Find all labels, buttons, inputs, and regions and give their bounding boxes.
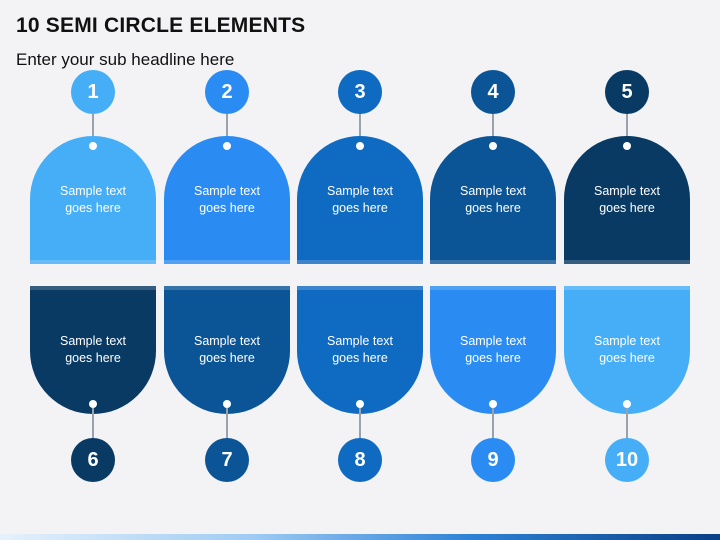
semi-circle-card: Sample text goes here bbox=[564, 286, 690, 414]
card-base-strip bbox=[430, 286, 556, 290]
card-base-strip bbox=[564, 286, 690, 290]
semi-circle-card: Sample text goes here bbox=[164, 286, 290, 414]
card-text-line2: goes here bbox=[599, 351, 655, 365]
footer-gradient-bar bbox=[0, 534, 720, 540]
card-base-strip bbox=[164, 260, 290, 264]
card-text-line1: Sample text bbox=[593, 184, 660, 198]
card-text-line1: Sample text bbox=[193, 334, 260, 348]
connector-line bbox=[359, 114, 361, 146]
connector-line bbox=[626, 114, 628, 146]
connector-dot bbox=[623, 142, 631, 150]
card-base-strip bbox=[564, 260, 690, 264]
card-base-strip bbox=[297, 260, 423, 264]
semi-circle-card: Sample text goes here bbox=[297, 286, 423, 414]
step-number-badge: 5 bbox=[605, 70, 649, 114]
connector-dot bbox=[623, 400, 631, 408]
card-text-line2: goes here bbox=[65, 201, 121, 215]
card-text-line1: Sample text bbox=[193, 184, 260, 198]
connector-line bbox=[492, 114, 494, 146]
semi-circle-card: Sample text goes here bbox=[30, 286, 156, 414]
connector-line bbox=[626, 408, 628, 440]
semi-circle-card: Sample text goes here bbox=[297, 136, 423, 264]
card-text-line1: Sample text bbox=[593, 334, 660, 348]
card-base-strip bbox=[30, 260, 156, 264]
card-base-strip bbox=[164, 286, 290, 290]
card-text-line2: goes here bbox=[332, 201, 388, 215]
card-text-line1: Sample text bbox=[326, 334, 393, 348]
step-number-badge: 6 bbox=[71, 438, 115, 482]
connector-dot bbox=[489, 400, 497, 408]
card-text-line1: Sample text bbox=[326, 184, 393, 198]
connector-line bbox=[92, 408, 94, 440]
card-text-line2: goes here bbox=[199, 351, 255, 365]
connector-dot bbox=[89, 400, 97, 408]
step-number-badge: 2 bbox=[205, 70, 249, 114]
semi-circle-card: Sample text goes here bbox=[30, 136, 156, 264]
page-title: 10 SEMI CIRCLE ELEMENTS bbox=[16, 14, 306, 37]
card-text-line2: goes here bbox=[332, 351, 388, 365]
connector-line bbox=[492, 408, 494, 440]
card-text-line2: goes here bbox=[599, 201, 655, 215]
connector-line bbox=[226, 114, 228, 146]
step-number-badge: 10 bbox=[605, 438, 649, 482]
connector-dot bbox=[356, 400, 364, 408]
step-number-badge: 8 bbox=[338, 438, 382, 482]
step-number-badge: 3 bbox=[338, 70, 382, 114]
connector-line bbox=[226, 408, 228, 440]
semi-circle-card: Sample text goes here bbox=[164, 136, 290, 264]
semi-circle-card: Sample text goes here bbox=[430, 286, 556, 414]
card-text-line2: goes here bbox=[199, 201, 255, 215]
card-base-strip bbox=[430, 260, 556, 264]
card-text-line1: Sample text bbox=[459, 334, 526, 348]
step-number-badge: 9 bbox=[471, 438, 515, 482]
connector-dot bbox=[223, 142, 231, 150]
connector-dot bbox=[223, 400, 231, 408]
card-base-strip bbox=[297, 286, 423, 290]
connector-dot bbox=[489, 142, 497, 150]
semi-circle-card: Sample text goes here bbox=[430, 136, 556, 264]
card-base-strip bbox=[30, 286, 156, 290]
card-text-line2: goes here bbox=[465, 201, 521, 215]
connector-line bbox=[359, 408, 361, 440]
connector-dot bbox=[356, 142, 364, 150]
step-number-badge: 7 bbox=[205, 438, 249, 482]
semi-circle-card: Sample text goes here bbox=[564, 136, 690, 264]
step-number-badge: 1 bbox=[71, 70, 115, 114]
card-text-line1: Sample text bbox=[59, 334, 126, 348]
step-number-badge: 4 bbox=[471, 70, 515, 114]
card-text-line2: goes here bbox=[465, 351, 521, 365]
connector-dot bbox=[89, 142, 97, 150]
card-text-line2: goes here bbox=[65, 351, 121, 365]
card-text-line1: Sample text bbox=[59, 184, 126, 198]
connector-line bbox=[92, 114, 94, 146]
card-text-line1: Sample text bbox=[459, 184, 526, 198]
page-subtitle: Enter your sub headline here bbox=[16, 50, 235, 69]
